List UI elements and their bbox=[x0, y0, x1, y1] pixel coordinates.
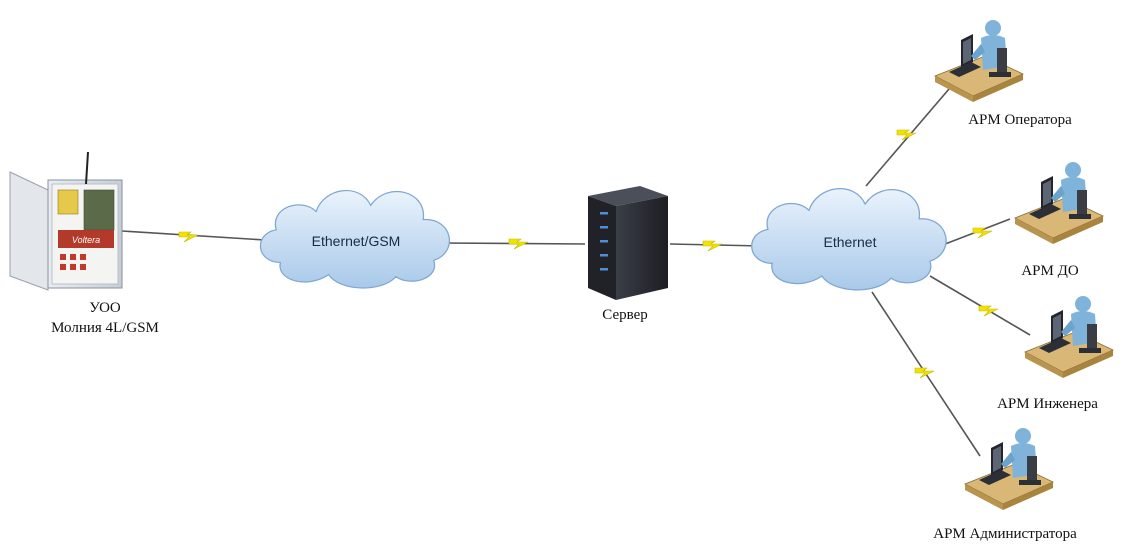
device-label-line2: Молния 4L/GSM bbox=[51, 320, 159, 336]
link-cloud-admin bbox=[871, 291, 981, 457]
cloud-right-label: Ethernet bbox=[823, 234, 877, 250]
lightning-icon bbox=[702, 240, 723, 252]
workstation-do bbox=[1014, 161, 1104, 245]
lightning-icon bbox=[972, 227, 993, 239]
device-molniya: Voltera bbox=[9, 151, 123, 291]
svg-text:Voltera: Voltera bbox=[72, 235, 100, 245]
link-server-cloud bbox=[669, 240, 763, 252]
arm-admin-label: АРМ Администратора bbox=[933, 526, 1077, 542]
arm-engineer-label: АРМ Инженера bbox=[997, 396, 1098, 412]
workstation-engineer bbox=[1024, 295, 1114, 379]
workstation-admin bbox=[964, 427, 1054, 511]
server-icon bbox=[588, 186, 668, 300]
server-label: Сервер bbox=[602, 307, 648, 323]
antenna-icon bbox=[85, 151, 89, 185]
lightning-icon bbox=[178, 231, 199, 243]
arm-operator-label: АРМ Оператора bbox=[968, 112, 1072, 128]
link-cloud-operator bbox=[865, 81, 956, 187]
link-cloud-do bbox=[939, 218, 1011, 247]
link-cloud-engineer bbox=[929, 275, 1031, 336]
link-device-cloud bbox=[121, 230, 266, 243]
arm-do-label: АРМ ДО bbox=[1021, 263, 1079, 279]
lightning-icon bbox=[914, 367, 935, 379]
device-label: УОО Молния 4L/GSM bbox=[20, 298, 190, 338]
link-cloud-server bbox=[439, 238, 586, 250]
cloud-left-label: Ethernet/GSM bbox=[311, 233, 401, 249]
device-label-line1: УОО bbox=[89, 300, 121, 316]
